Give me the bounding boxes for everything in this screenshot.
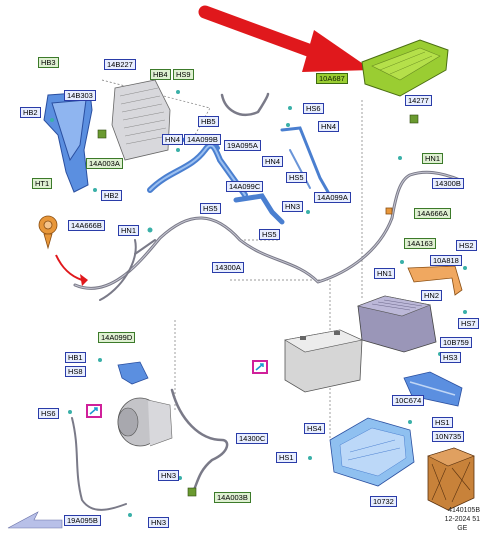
callout-hn4-left: HN4	[162, 134, 184, 145]
callout-14277: 14277	[405, 95, 432, 106]
wooden-crate-part	[427, 447, 475, 511]
mount-bracket-part	[117, 361, 149, 385]
callout-hn2: HN2	[421, 290, 443, 301]
callout-14a099a: 14A099A	[314, 192, 351, 203]
callout-hs1-right: HS1	[432, 417, 453, 428]
callout-hs4: HS4	[304, 423, 325, 434]
battery-part	[284, 329, 363, 393]
callout-hs3: HS3	[440, 352, 461, 363]
callout-hs5-upper: HS5	[286, 172, 307, 183]
blue-bracket-part	[43, 91, 93, 193]
callout-hb3: HB3	[38, 57, 59, 68]
callout-14a099d: 14A099D	[98, 332, 136, 343]
callout-hs7: HS7	[458, 318, 479, 329]
callout-14a099b: 14A099B	[184, 134, 221, 145]
front-direction-arrow	[7, 511, 63, 529]
callout-14a099c: 14A099C	[226, 181, 264, 192]
red-pointer-arrow	[198, 5, 372, 72]
cooler-module-part	[111, 79, 171, 161]
callout-hb2-bottom: HB2	[101, 190, 122, 201]
callout-hn1-right: HN1	[374, 268, 396, 279]
callout-hs9: HS9	[173, 69, 194, 80]
callout-hs5-lower: HS5	[259, 229, 280, 240]
callout-10a818: 10A818	[430, 255, 462, 266]
reference-marker-compressor	[86, 404, 102, 418]
callout-10n735: 10N735	[432, 431, 465, 442]
callout-14a163: 14A163	[404, 238, 436, 249]
callout-14300b: 14300B	[432, 178, 464, 189]
diagram-language: GE	[457, 525, 468, 532]
callout-hn1-top: HN1	[422, 153, 444, 164]
callout-hs1-left: HS1	[276, 452, 297, 463]
electronic-module-part	[356, 295, 437, 353]
callout-14b303: 14B303	[64, 90, 96, 101]
callout-14b227: 14B227	[104, 59, 136, 70]
callout-10b759: 10B759	[440, 337, 472, 348]
callout-hn3-bottom: HN3	[148, 517, 170, 528]
callout-14300a: 14300A	[212, 262, 244, 273]
callout-14300c: 14300C	[236, 433, 269, 444]
support-rail-part	[403, 371, 463, 407]
callout-19a095a: 19A095A	[224, 140, 261, 151]
small-red-arrow	[55, 254, 83, 281]
diagram-date: 12-2024 51	[444, 516, 480, 523]
callout-hb2-top: HB2	[20, 107, 41, 118]
callout-10c674: 10C674	[392, 395, 425, 406]
arrow-icon	[89, 407, 98, 415]
callout-14a666a: 14A666A	[414, 208, 451, 219]
cable-harness-lines	[71, 92, 462, 511]
callout-hb4: HB4	[150, 69, 171, 80]
callout-hb1: HB1	[65, 352, 86, 363]
callout-19a095b: 19A095B	[64, 515, 101, 526]
callout-hs6-top: HS6	[303, 103, 324, 114]
battery-tray-part	[329, 417, 415, 487]
reference-marker-battery	[252, 360, 268, 374]
callout-14a003a: 14A003A	[86, 158, 123, 169]
callout-10732: 10732	[370, 496, 397, 507]
callout-hn4-mid: HN4	[262, 156, 284, 167]
orange-connector-parts	[38, 207, 463, 296]
callout-hb5: HB5	[198, 116, 219, 127]
callout-hn3-top: HN3	[282, 201, 304, 212]
callout-10a687: 10A687	[316, 73, 348, 84]
callout-hs5-left: HS5	[200, 203, 221, 214]
callout-14a003b: 14A003B	[214, 492, 251, 503]
diagram-reference-block: 4140105B 12-2024 51 GE	[445, 506, 480, 533]
battery-cover-part	[361, 39, 449, 97]
callout-14a666b: 14A666B	[68, 220, 105, 231]
diagram-reference-number: 4140105B	[448, 507, 480, 514]
arrow-icon	[255, 363, 264, 371]
callout-hn3-mid: HN3	[158, 470, 180, 481]
green-clip-parts	[97, 114, 419, 497]
callout-hs2: HS2	[456, 240, 477, 251]
callout-hn1-left: HN1	[118, 225, 140, 236]
callout-ht1: HT1	[32, 178, 53, 189]
callout-hs6-bottom: HS6	[38, 408, 59, 419]
callout-hn4-right: HN4	[318, 121, 340, 132]
compressor-part	[117, 397, 173, 447]
callout-hs8: HS8	[65, 366, 86, 377]
